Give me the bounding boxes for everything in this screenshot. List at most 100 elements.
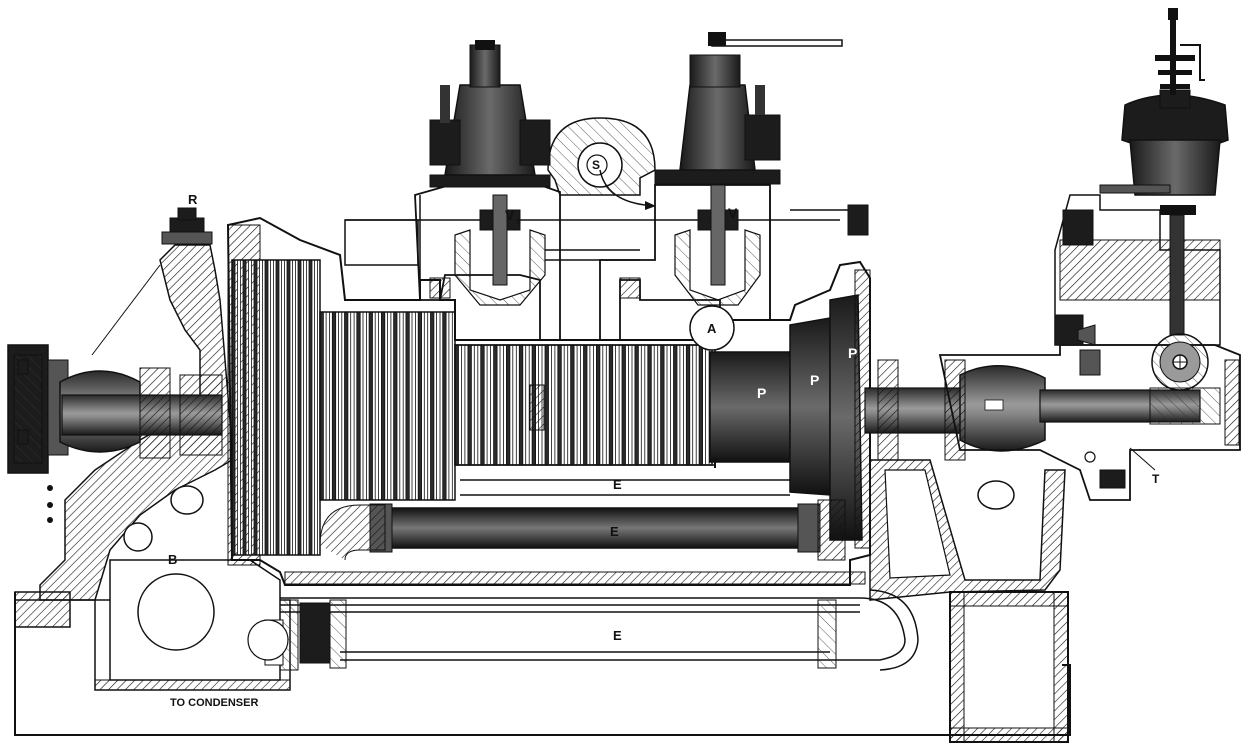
label-p2: P: [810, 372, 819, 388]
hp-blade-row: [602, 344, 607, 466]
hp-blade-row: [518, 344, 524, 466]
ip-blade-row: [442, 311, 447, 501]
lp-blade-row: [314, 259, 318, 556]
balance-pistons: [789, 269, 871, 549]
hp-blade-row: [615, 344, 620, 466]
hp-blade-row: [640, 344, 646, 466]
ip-blade-row: [362, 311, 367, 501]
ip-blade-row: [368, 311, 373, 501]
label-vs: V: [505, 207, 515, 223]
hp-blade-row: [486, 344, 492, 466]
valve-v: [654, 32, 843, 306]
hp-blade-row: [621, 344, 626, 466]
hp-blade-row: [493, 344, 498, 466]
lp-blade-row: [248, 259, 252, 556]
lp-blade-row: [292, 259, 296, 556]
label-v: V: [728, 205, 738, 221]
hp-blade-row: [628, 344, 633, 466]
valve-vs: [429, 40, 551, 306]
ip-blade-row: [393, 311, 398, 501]
hp-blading: [454, 344, 713, 466]
label-e3: E: [613, 628, 622, 643]
ip-blade-row: [448, 311, 453, 501]
hp-blade-row: [505, 344, 511, 466]
labels: R V s V S A P P P E E E B T TO CONDENSER: [168, 158, 1160, 709]
hp-blade-row: [647, 344, 652, 466]
hp-blade-row: [551, 344, 556, 466]
ip-blade-row: [380, 311, 386, 501]
hp-blade-row: [576, 344, 581, 466]
hp-blade-row: [525, 344, 530, 466]
hp-blade-row: [653, 344, 659, 466]
lp-blade-row: [259, 259, 263, 556]
ip-blade-row: [350, 311, 355, 501]
ip-blade-row: [423, 311, 429, 501]
label-to-condenser: TO CONDENSER: [170, 697, 258, 709]
rotor-drum: [454, 344, 791, 468]
lp-blade-row: [281, 259, 285, 556]
hp-blade-row: [666, 344, 671, 466]
lp-blade-row: [237, 259, 241, 556]
hp-blade-row: [499, 344, 504, 466]
lp-blade-row: [303, 259, 307, 556]
hp-blade-row: [544, 344, 549, 466]
lp-blade-row: [286, 259, 291, 556]
hp-blade-row: [705, 344, 710, 466]
equalizer-pipe: [247, 589, 919, 671]
hp-blade-row: [563, 344, 569, 466]
ip-blade-row: [325, 311, 330, 501]
ip-blade-row: [344, 311, 349, 501]
lp-blade-row: [264, 259, 269, 556]
governor: [1054, 8, 1229, 489]
lp-blade-row: [275, 259, 280, 556]
steam-strainer: [547, 117, 656, 210]
ip-blade-row: [399, 311, 404, 501]
hp-blade-row: [679, 344, 684, 466]
hp-blade-row: [557, 344, 562, 466]
hp-blade-row: [589, 344, 594, 466]
lp-blading: [231, 259, 321, 556]
label-a: A: [707, 321, 717, 336]
label-t: T: [1152, 472, 1160, 486]
lp-blade-row: [297, 259, 302, 556]
ip-blade-row: [356, 311, 361, 501]
lp-blade-row: [270, 259, 274, 556]
ip-blade-row: [387, 311, 392, 501]
ip-blade-row: [411, 311, 416, 501]
hp-blade-row: [480, 344, 485, 466]
ip-blade-row: [417, 311, 423, 501]
right-shaft: [864, 359, 1221, 461]
lp-blade-row: [242, 259, 247, 556]
hp-blade-row: [698, 344, 703, 466]
hp-blade-row: [596, 344, 601, 466]
hp-blade-row: [583, 344, 588, 466]
hp-blade-row: [685, 344, 691, 466]
label-e1: E: [613, 477, 622, 492]
ip-blade-row: [337, 311, 343, 501]
left-coupling: [7, 344, 223, 523]
balance-pipe: [319, 479, 846, 561]
ip-blading: [319, 311, 456, 501]
hp-blade-row: [570, 344, 575, 466]
label-p1: P: [757, 385, 766, 401]
lp-blade-row: [253, 259, 258, 556]
label-r: R: [188, 192, 198, 207]
ip-blade-row: [374, 311, 380, 501]
hp-blade-row: [634, 344, 639, 466]
hp-blade-row: [473, 344, 479, 466]
ip-blade-row: [405, 311, 410, 501]
right-pedestal: [869, 344, 1241, 601]
hp-blade-row: [660, 344, 665, 466]
label-s: S: [592, 158, 600, 172]
hp-blade-row: [467, 344, 472, 466]
label-vs-sub: s: [516, 216, 521, 226]
hp-blade-row: [460, 344, 466, 466]
hp-blade-row: [512, 344, 517, 466]
label-e2: E: [610, 524, 619, 539]
hp-blade-row: [692, 344, 697, 466]
label-b: B: [168, 552, 177, 567]
label-p3: P: [848, 345, 857, 361]
ip-blade-row: [436, 311, 441, 501]
